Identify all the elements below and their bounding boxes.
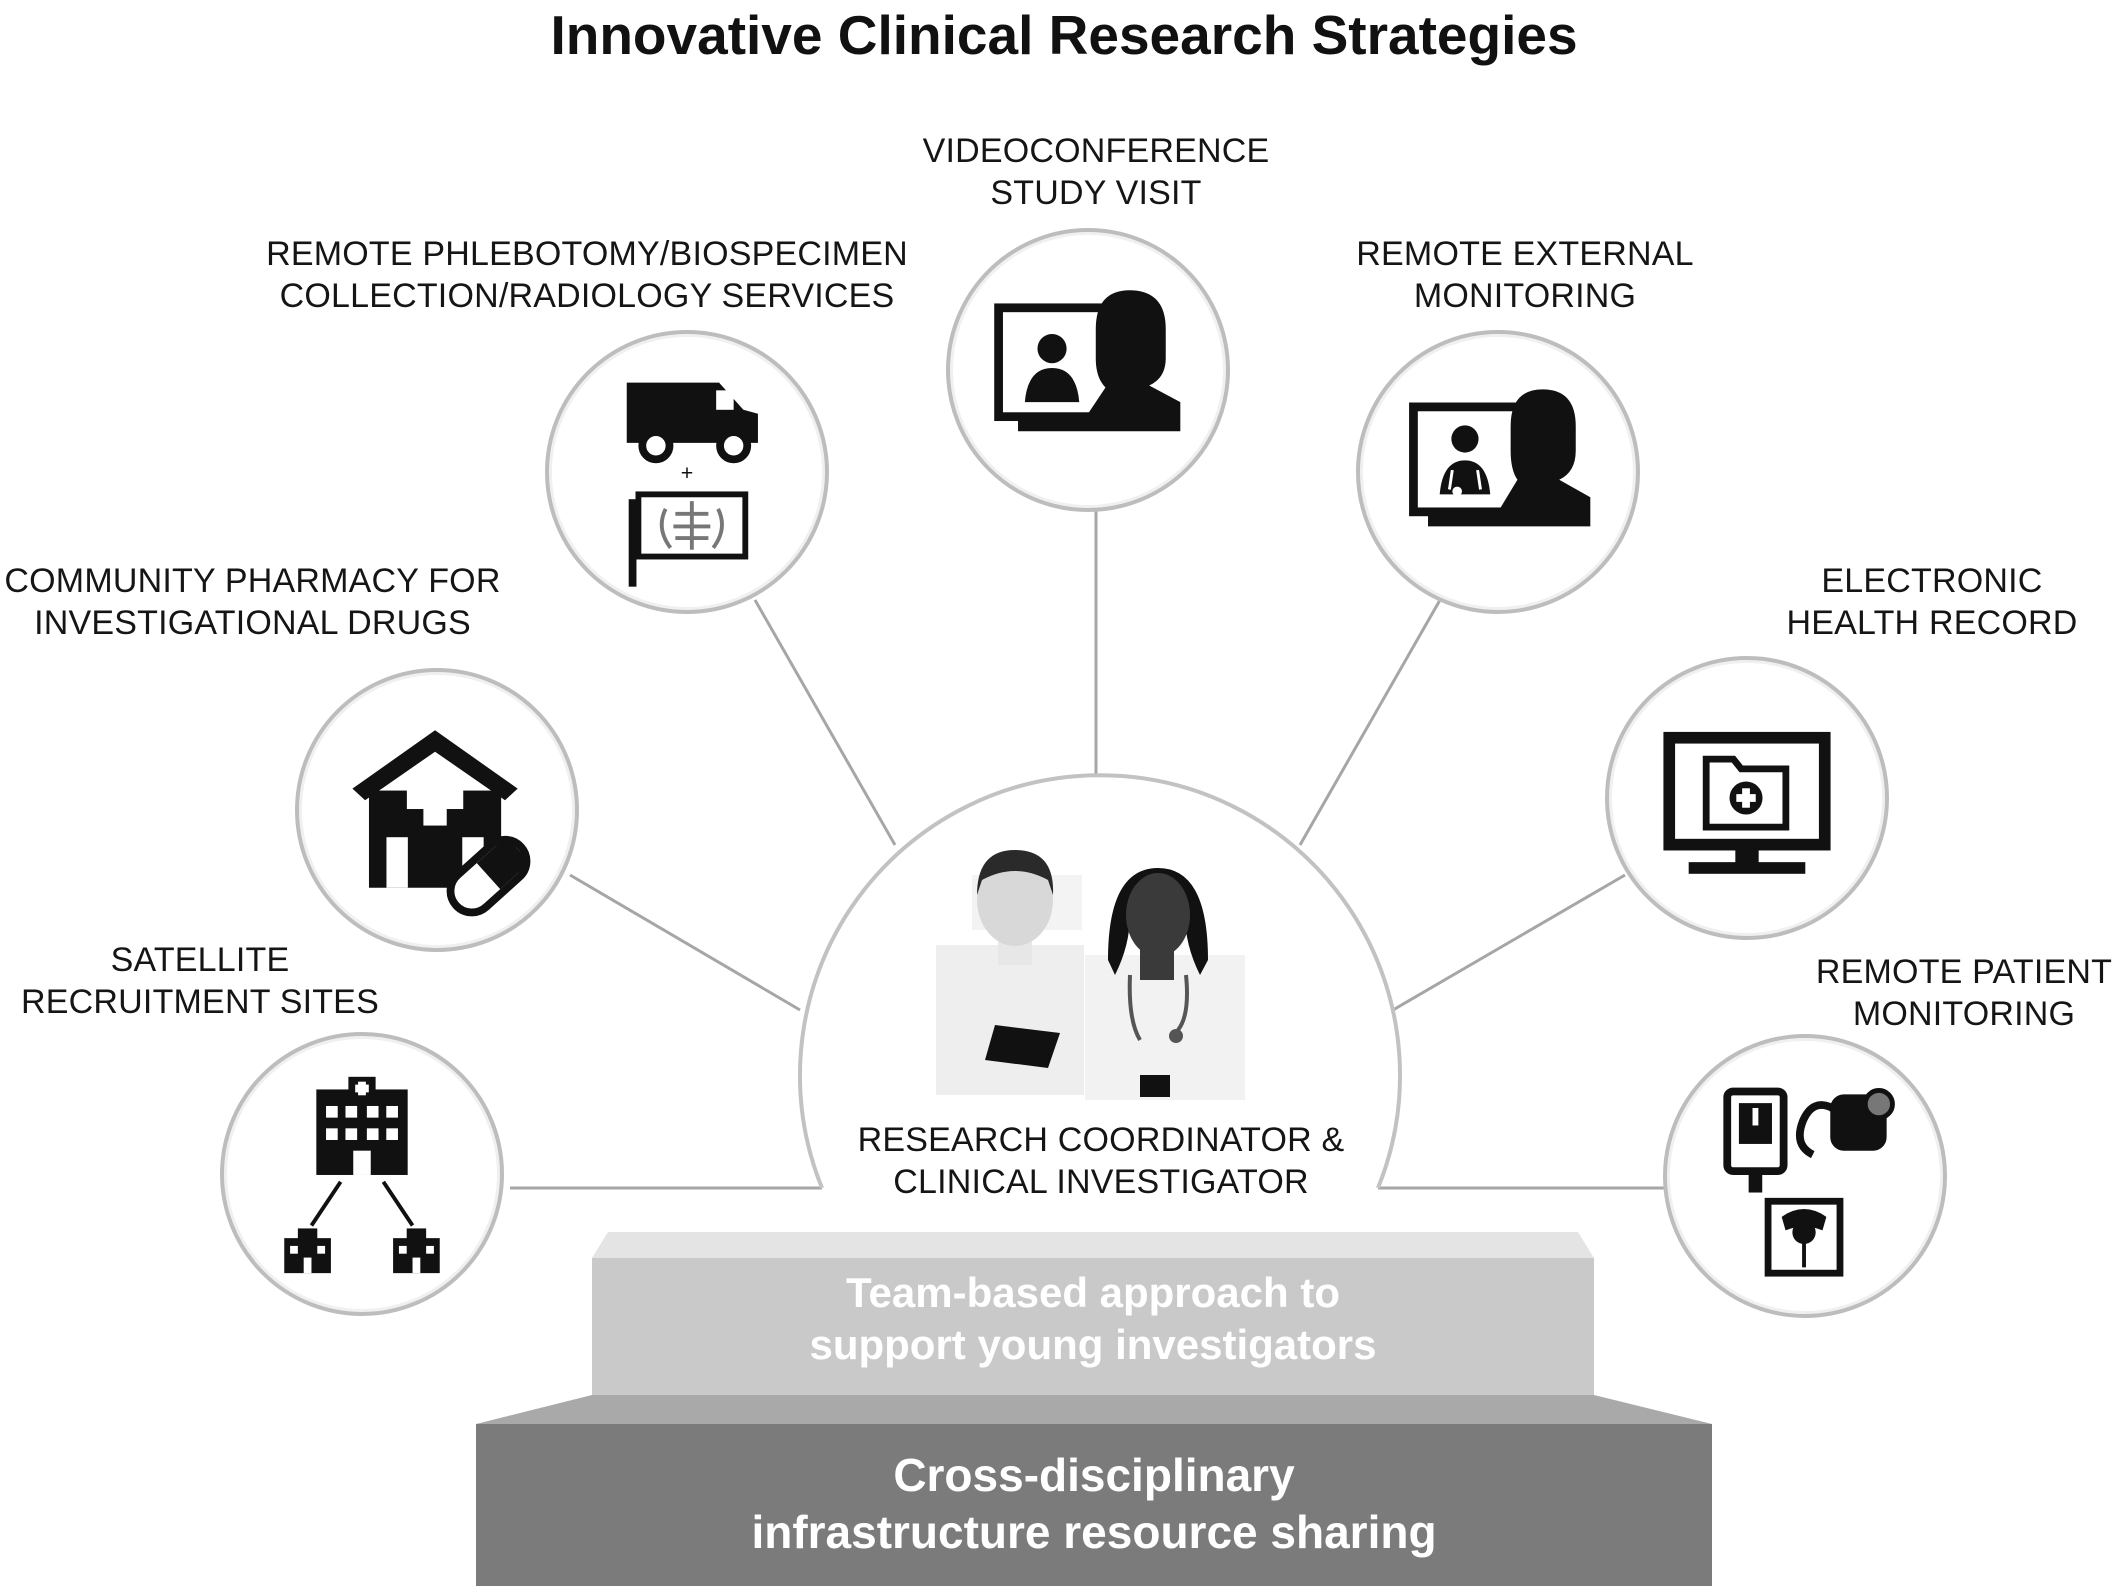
lower-tier-line2: infrastructure resource sharing (751, 1506, 1437, 1558)
remote-monitor-icon (1409, 389, 1591, 527)
upper-tier-line1: Team-based approach to (846, 1269, 1340, 1316)
label-external-monitoring-line1: REMOTE EXTERNAL (1356, 235, 1694, 273)
label-ehr-line2: HEALTH RECORD (1786, 604, 2078, 642)
upper-tier-text: Team-based approach to support young inv… (592, 1267, 1594, 1371)
label-patient-monitoring-line2: MONITORING (1852, 995, 2076, 1033)
label-external-monitoring-line2: MONITORING (1413, 277, 1637, 315)
label-satellite: SATELLITE RECRUITMENT SITES (0, 939, 400, 1023)
node-external-monitoring (1356, 330, 1640, 614)
connector-external-monitoring (1298, 599, 1442, 846)
label-patient-monitoring-line1: REMOTE PATIENT (1815, 953, 2113, 991)
center-label: RESEARCH COORDINATOR & CLINICAL INVESTIG… (796, 1119, 1406, 1203)
label-satellite-line1: SATELLITE (110, 941, 290, 979)
connector-phlebotomy (753, 599, 897, 846)
label-pharmacy-line1: COMMUNITY PHARMACY FOR (4, 562, 501, 600)
node-patient-monitoring (1663, 1034, 1947, 1318)
label-pharmacy-line2: INVESTIGATIONAL DRUGS (34, 604, 471, 642)
node-ehr (1605, 656, 1889, 940)
connector-pharmacy (569, 873, 801, 1012)
node-pharmacy (295, 668, 579, 952)
node-videoconference (946, 228, 1230, 512)
connector-ehr (1392, 873, 1626, 1012)
label-videoconference-line2: STUDY VISIT (990, 174, 1202, 212)
node-satellite (220, 1032, 504, 1316)
label-ehr-line1: ELECTRONIC (1821, 562, 2043, 600)
center-label-line1: RESEARCH COORDINATOR & (857, 1121, 1345, 1159)
medical-devices-icon (1723, 1087, 1895, 1277)
label-phlebotomy-line2: COLLECTION/RADIOLOGY SERVICES (279, 277, 895, 315)
lower-tier-line1: Cross-disciplinary (893, 1449, 1295, 1501)
lower-tier-text: Cross-disciplinary infrastructure resour… (476, 1447, 1712, 1561)
svg-text:+: + (681, 461, 693, 485)
upper-tier-box (592, 1258, 1594, 1395)
label-satellite-line2: RECRUITMENT SITES (21, 983, 379, 1021)
upper-tier-bevel (592, 1232, 1594, 1258)
label-phlebotomy-line1: REMOTE PHLEBOTOMY/BIOSPECIMEN (266, 235, 908, 273)
label-ehr: ELECTRONIC HEALTH RECORD (1682, 560, 2128, 644)
label-patient-monitoring: REMOTE PATIENT MONITORING (1800, 951, 2128, 1035)
label-videoconference-line1: VIDEOCONFERENCE (922, 132, 1270, 170)
center-label-line2: CLINICAL INVESTIGATOR (893, 1163, 1309, 1201)
lower-tier-box (476, 1424, 1712, 1586)
van-xray-icon: + (626, 382, 758, 587)
upper-tier-line2: support young investigators (809, 1321, 1377, 1368)
pharmacy-pill-icon (352, 730, 531, 917)
node-phlebotomy: + (545, 330, 829, 614)
hospital-network-icon (284, 1076, 440, 1274)
label-external-monitoring: REMOTE EXTERNAL MONITORING (1275, 233, 1775, 317)
label-pharmacy: COMMUNITY PHARMACY FOR INVESTIGATIONAL D… (0, 560, 505, 644)
doctors-icon (936, 850, 1245, 1100)
label-videoconference: VIDEOCONFERENCE STUDY VISIT (846, 130, 1346, 214)
lower-tier-bevel (476, 1395, 1712, 1424)
ehr-monitor-icon (1663, 731, 1831, 874)
videoconference-icon (994, 290, 1181, 432)
label-phlebotomy: REMOTE PHLEBOTOMY/BIOSPECIMEN COLLECTION… (227, 233, 947, 317)
diagram-title: Innovative Clinical Research Strategies (550, 4, 1578, 66)
